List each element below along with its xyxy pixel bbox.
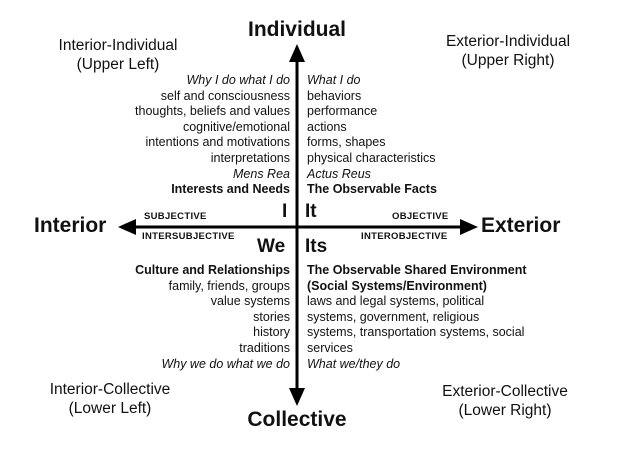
corner-upper-left: Interior-Individual (Upper Left)	[28, 36, 208, 74]
corner-upper-right-title: Exterior-Individual	[445, 33, 571, 50]
list-item: services	[307, 340, 353, 355]
lower-left-list: Culture and Relationships family, friend…	[135, 263, 290, 372]
list-item: self and consciousness	[160, 88, 290, 103]
axis-title-bottom: Collective	[247, 408, 347, 431]
label-interobjective: INTEROBJECTIVE	[361, 231, 448, 242]
axis-title-top: Individual	[247, 18, 346, 41]
down-arrowhead	[289, 388, 305, 406]
list-item: systems, government, religious	[307, 309, 480, 324]
list-item: stories	[253, 309, 290, 324]
list-item-heading: Culture and Relationships	[135, 263, 290, 277]
list-item: Why I do what I do	[186, 73, 290, 87]
corner-upper-left-subtitle: (Upper Left)	[76, 56, 160, 73]
lower-right-list: The Observable Shared Environment (Socia…	[307, 263, 527, 372]
corner-lower-left-title: Interior-Collective	[49, 381, 171, 398]
pronoun-it: It	[305, 201, 317, 222]
list-item-heading: The Observable Facts	[307, 182, 437, 197]
list-item: thoughts, beliefs and values	[135, 104, 290, 119]
list-item: cognitive/emotional	[182, 119, 290, 134]
upper-left-list: Why I do what I do self and consciousnes…	[135, 73, 290, 198]
corner-upper-right: Exterior-Individual (Upper Right)	[418, 32, 598, 70]
axis-title-left: Interior	[34, 214, 107, 237]
list-item-heading: (Social Systems/Environment)	[307, 278, 487, 293]
corner-upper-left-title: Interior-Individual	[58, 37, 178, 54]
list-item: systems, transportation systems, social	[307, 325, 525, 340]
list-item-heading: Interests and Needs	[171, 182, 290, 197]
corner-upper-right-subtitle: (Upper Right)	[461, 52, 555, 69]
list-item: physical characteristics	[307, 150, 436, 165]
list-item: actions	[307, 119, 347, 134]
list-item: behaviors	[307, 88, 362, 103]
list-item: What I do	[307, 73, 361, 87]
corner-lower-right: Exterior-Collective (Lower Right)	[415, 382, 595, 420]
list-item: family, friends, groups	[168, 278, 290, 293]
list-item: Actus Reus	[307, 166, 371, 181]
pronoun-we: We	[257, 236, 286, 257]
corner-lower-right-subtitle: (Lower Right)	[458, 402, 552, 419]
list-item: performance	[307, 104, 378, 119]
pronoun-i: I	[282, 201, 288, 222]
list-item: intentions and motivations	[145, 135, 290, 150]
corner-lower-left: Interior-Collective (Lower Left)	[20, 380, 200, 418]
upper-right-list: What I do behaviors performance actions …	[307, 73, 437, 198]
corner-lower-left-subtitle: (Lower Left)	[68, 400, 152, 417]
list-item: interpretations	[210, 150, 290, 165]
up-arrowhead	[289, 44, 305, 62]
list-item: Mens Rea	[233, 166, 290, 181]
axis-title-right: Exterior	[481, 214, 561, 237]
list-item: Why we do what we do	[161, 356, 290, 371]
pronoun-its: Its	[305, 236, 328, 257]
list-item: laws and legal systems, political	[307, 294, 485, 309]
list-item-heading: The Observable Shared Environment	[307, 263, 527, 277]
right-arrowhead	[460, 219, 478, 235]
left-arrowhead	[118, 219, 136, 235]
label-subjective: SUBJECTIVE	[144, 211, 207, 222]
list-item: history	[253, 325, 290, 340]
list-item: value systems	[210, 294, 290, 309]
label-objective: OBJECTIVE	[392, 211, 449, 222]
corner-lower-right-title: Exterior-Collective	[442, 383, 568, 400]
label-intersubjective: INTERSUBJECTIVE	[142, 231, 235, 242]
list-item: What we/they do	[307, 356, 401, 371]
list-item: forms, shapes	[307, 135, 386, 150]
list-item: traditions	[239, 340, 290, 355]
